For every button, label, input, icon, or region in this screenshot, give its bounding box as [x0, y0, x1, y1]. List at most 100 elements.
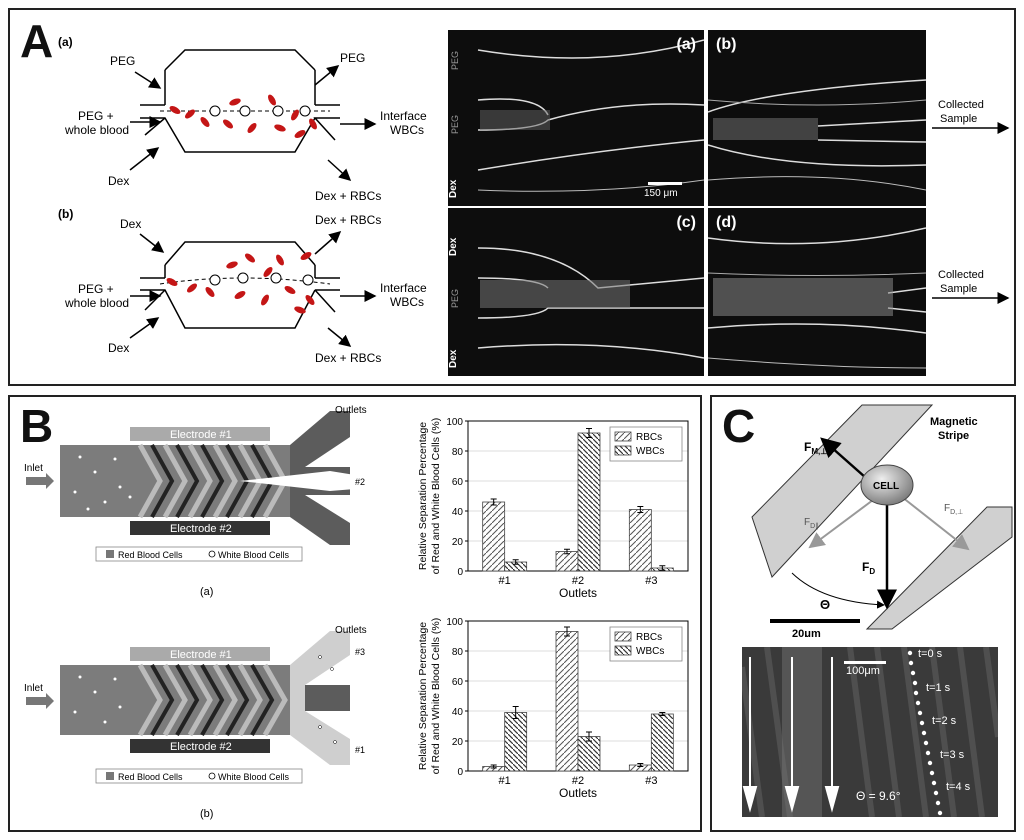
- cells-b: [166, 252, 315, 314]
- b-dex-rbcs-bottom: Dex + RBCs: [315, 351, 381, 365]
- time-0: t=0 s: [918, 648, 943, 660]
- wbc-dots-a: [73, 455, 132, 511]
- a-peg-left: PEG: [110, 54, 135, 68]
- a-peg-blood-1: PEG +: [78, 109, 114, 123]
- stripe-label-2: Stripe: [938, 430, 969, 442]
- x-axis-label: Outlets: [559, 586, 597, 600]
- collected-2a: Sample: [940, 113, 977, 125]
- micro-side-peg-1: PEG: [450, 50, 460, 70]
- y-tick-label: 40: [452, 507, 464, 518]
- y-tick-label: 0: [457, 767, 463, 778]
- b-inlet-a: Inlet: [24, 463, 43, 474]
- collected-1a: Collected: [938, 99, 984, 111]
- y-axis-label-1: Relative Separation Percentage: [417, 422, 429, 570]
- bar-wbcs-2: [577, 432, 601, 572]
- stripe-label-1: Magnetic: [930, 416, 978, 428]
- electrode1-b: Electrode #1: [170, 649, 232, 661]
- y-tick-label: 60: [452, 677, 464, 688]
- electrode2-b: Electrode #2: [170, 741, 232, 753]
- micro-label-b: (b): [716, 36, 737, 53]
- caption-b: (b): [200, 808, 213, 820]
- collected-1b: Collected: [938, 269, 984, 281]
- y-tick-label: 80: [452, 647, 464, 658]
- outlet1-a: #1: [355, 525, 365, 535]
- electrode1-a: Electrode #1: [170, 429, 232, 441]
- legend-label: WBCs: [636, 446, 664, 457]
- x-axis-label: Outlets: [559, 786, 597, 800]
- x-tick-label: #2: [572, 575, 584, 587]
- a-interface-1: Interface +: [380, 109, 430, 123]
- micro-label-d: (d): [716, 214, 737, 231]
- y-axis-label-1: Relative Separation Percentage: [417, 622, 429, 770]
- outlet3-a: #3: [355, 429, 365, 439]
- legend-wbc-a: White Blood Cells: [218, 550, 290, 560]
- micrograph-d-channels: [708, 227, 926, 369]
- y-tick-label: 20: [452, 737, 464, 748]
- fd-label: FD: [862, 560, 875, 576]
- bar-rbcs-1: [482, 501, 506, 572]
- bar-wbcs-2: [577, 736, 601, 772]
- scale-150-label: 150 μm: [644, 188, 678, 199]
- y-tick-label: 60: [452, 477, 464, 488]
- x-tick-label: #3: [645, 775, 657, 787]
- panel-c: C Magnetic Stripe FM,⊥ FD∥ FD,⊥ FD CELL: [710, 395, 1016, 832]
- outlets-a: Outlets: [335, 405, 367, 416]
- a-peg-blood-2: whole blood: [64, 123, 129, 137]
- legend-label: WBCs: [636, 646, 664, 657]
- time-3: t=3 s: [940, 749, 965, 761]
- b-dex-left-bottom: Dex: [108, 341, 129, 355]
- scale-bar-150: [648, 182, 682, 185]
- b-interface-1: Interface +: [380, 281, 430, 295]
- micrograph-c-channels: [477, 247, 704, 359]
- y-axis-label-2: of Red and White Blood Cells (%): [430, 618, 442, 774]
- time-1: t=1 s: [926, 682, 951, 694]
- panel-b-devices: Inlet Electrode #1 Electrode #2 Outlets …: [24, 405, 367, 820]
- outlet3-b: #3: [355, 647, 365, 657]
- y-tick-label: 20: [452, 537, 464, 548]
- micro-label-a: (a): [676, 36, 696, 53]
- caption-a: (a): [200, 586, 213, 598]
- micro-side-dex-1: Dex: [448, 179, 459, 198]
- x-tick-label: #1: [499, 775, 511, 787]
- b-peg-blood-1: PEG +: [78, 282, 114, 296]
- cells-a: [169, 94, 317, 138]
- legend-rbc-b: Red Blood Cells: [118, 772, 183, 782]
- bar-rbcs-3: [628, 509, 652, 572]
- panel-c-letter: C: [722, 400, 756, 452]
- y-tick-label: 100: [446, 617, 463, 628]
- time-4: t=4 s: [946, 781, 971, 793]
- outlet1-b: #1: [355, 745, 365, 755]
- outlet2-b: #2: [355, 695, 365, 705]
- legend-label: RBCs: [636, 432, 662, 443]
- a-dex-rbcs: Dex + RBCs: [315, 189, 381, 203]
- wbc-dots-b: [73, 655, 337, 744]
- electrode2-a: Electrode #2: [170, 523, 232, 535]
- micro-side-dex-3: Dex: [448, 349, 459, 368]
- panel-a-schematic: (a) PEG PE: [58, 35, 430, 365]
- micrograph-a: (a) PEG PEG Dex 150 μm: [448, 30, 704, 206]
- legend-swatch: [614, 445, 632, 456]
- cell-label: CELL: [873, 481, 899, 492]
- theta-label: Θ: [820, 597, 830, 612]
- y-axis-label-2: of Red and White Blood Cells (%): [430, 418, 442, 574]
- sub-b-label: (b): [58, 207, 73, 221]
- time-2: t=2 s: [932, 715, 957, 727]
- micrograph-d: (d): [708, 208, 926, 376]
- micrograph-c: (c) Dex PEG Dex: [448, 208, 704, 376]
- x-tick-label: #2: [572, 775, 584, 787]
- micrograph-b: (b): [708, 30, 926, 206]
- micro-label-c: (c): [676, 214, 696, 231]
- micrograph-a-channels: [477, 39, 704, 192]
- bar-rbcs-2: [555, 631, 579, 772]
- cell-track-image: 100μm t=0 s t=1 s t=2 s t=3 s t=4 s Θ = …: [742, 647, 998, 817]
- bar-rbcs-2: [555, 551, 579, 572]
- magnetic-stripe-2: [865, 506, 1013, 630]
- a-peg-right: PEG: [340, 51, 365, 65]
- bar-wbcs-3: [650, 713, 674, 772]
- scale-20-label: 20μm: [792, 628, 821, 637]
- micro-side-peg-2: PEG: [450, 114, 460, 134]
- cell-track-dots: [907, 650, 943, 816]
- legend-swatch: [614, 645, 632, 656]
